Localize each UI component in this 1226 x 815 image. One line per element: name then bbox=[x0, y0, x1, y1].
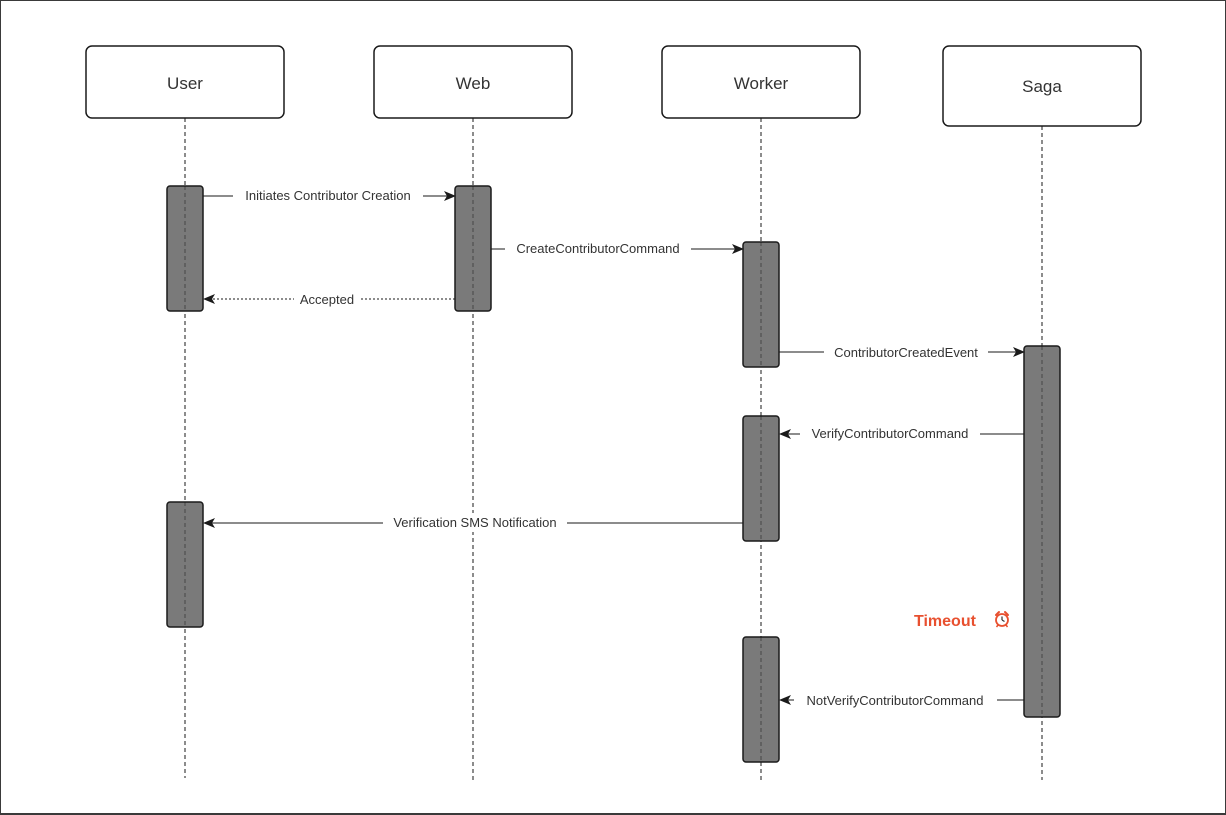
message-accepted[interactable]: Accepted bbox=[203, 289, 455, 308]
participant-user-label: User bbox=[167, 74, 203, 93]
message-label: Initiates Contributor Creation bbox=[245, 188, 410, 203]
message-label: NotVerifyContributorCommand bbox=[806, 693, 983, 708]
message-label: VerifyContributorCommand bbox=[812, 426, 969, 441]
message-label: Verification SMS Notification bbox=[393, 515, 556, 530]
message-create-contributor-command[interactable]: CreateContributorCommand bbox=[491, 239, 744, 258]
timeout-annotation: Timeout bbox=[914, 611, 1009, 630]
message-initiates-contributor-creation[interactable]: Initiates Contributor Creation bbox=[203, 186, 456, 205]
participant-saga[interactable]: Saga bbox=[942, 45, 1142, 127]
activation-lifeline-overlay bbox=[184, 186, 1043, 762]
message-not-verify-contributor-command[interactable]: NotVerifyContributorCommand bbox=[779, 690, 1024, 709]
message-label: ContributorCreatedEvent bbox=[834, 345, 978, 360]
participant-worker[interactable]: Worker bbox=[661, 45, 861, 119]
participant-web[interactable]: Web bbox=[373, 45, 573, 119]
message-contributor-created-event[interactable]: ContributorCreatedEvent bbox=[779, 342, 1025, 361]
participant-worker-label: Worker bbox=[734, 74, 789, 93]
timeout-label: Timeout bbox=[914, 613, 977, 630]
participant-web-label: Web bbox=[456, 74, 491, 93]
message-verify-contributor-command[interactable]: VerifyContributorCommand bbox=[779, 424, 1024, 443]
participant-user[interactable]: User bbox=[85, 45, 285, 119]
message-label: CreateContributorCommand bbox=[516, 241, 679, 256]
message-verification-sms-notification[interactable]: Verification SMS Notification bbox=[203, 513, 743, 532]
participant-saga-label: Saga bbox=[1022, 77, 1062, 96]
message-label: Accepted bbox=[300, 292, 354, 307]
alarm-clock-icon bbox=[995, 611, 1009, 628]
